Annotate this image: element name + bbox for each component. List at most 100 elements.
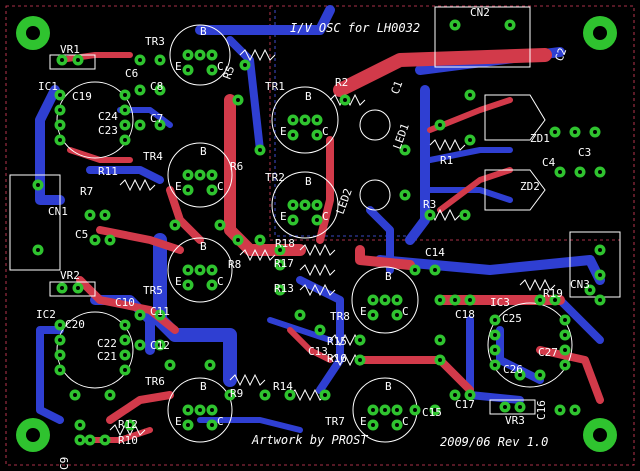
component-label-c14: C14 <box>425 246 445 259</box>
pad-hole-86 <box>88 213 92 217</box>
pin-label-c-4: C <box>217 275 224 288</box>
pad-hole-138 <box>558 408 562 412</box>
pad-hole-124 <box>413 268 417 272</box>
pad-hole-127 <box>453 298 457 302</box>
component-label-r7: R7 <box>80 185 93 198</box>
component-label-tr5: TR5 <box>143 284 163 297</box>
pad-hole-29 <box>395 313 399 317</box>
component-label-zd2: ZD2 <box>520 180 540 193</box>
board-outline <box>5 5 635 466</box>
pad-hole-121 <box>558 170 562 174</box>
pad-hole-136 <box>518 373 522 377</box>
component-label-c7: C7 <box>150 112 163 125</box>
pin-label-b-4: B <box>200 240 207 253</box>
pad-hole-39 <box>395 423 399 427</box>
pin-label-c-1: C <box>217 180 224 193</box>
pad-hole-128 <box>468 298 472 302</box>
pad-hole-7 <box>210 173 214 177</box>
pad-hole-122 <box>578 170 582 174</box>
pad-hole-20 <box>186 268 190 272</box>
pad-hole-77 <box>158 58 162 62</box>
component-label-r18: R18 <box>275 237 295 250</box>
pad-hole-30 <box>186 408 190 412</box>
pin-label-b-0: B <box>200 25 207 38</box>
component-label-ic3: IC3 <box>490 296 510 309</box>
pad-hole-36 <box>383 408 387 412</box>
component-label-c18: C18 <box>455 308 475 321</box>
pad-hole-118 <box>553 130 557 134</box>
pad-hole-49 <box>58 338 62 342</box>
pad-hole-115 <box>403 193 407 197</box>
pad-hole-31 <box>198 408 202 412</box>
pin-label-c-6: C <box>217 415 224 428</box>
pad-hole-60 <box>563 318 567 322</box>
pad-hole-67 <box>598 273 602 277</box>
pin-label-b-7: B <box>385 380 392 393</box>
pad-hole-133 <box>538 298 542 302</box>
pin-label-c-5: C <box>402 305 409 318</box>
pad-hole-125 <box>433 268 437 272</box>
component-label-r10: R10 <box>118 434 138 447</box>
pad-hole-41 <box>58 108 62 112</box>
component-label-c25: C25 <box>502 312 522 325</box>
pad-hole-87 <box>103 213 107 217</box>
pad-hole-96 <box>258 238 262 242</box>
pin-label-b-3: B <box>305 175 312 188</box>
pad-hole-44 <box>123 93 127 97</box>
component-label-c24: C24 <box>98 110 118 123</box>
mounting-holes <box>16 16 617 452</box>
component-label-r17: R17 <box>274 257 294 270</box>
component-label-c13: C13 <box>308 345 328 358</box>
pin-label-e-2: E <box>280 125 287 138</box>
pad-hole-19 <box>315 218 319 222</box>
pad-hole-148 <box>173 223 177 227</box>
pad-hole-59 <box>493 363 497 367</box>
component-label-c22: C22 <box>97 337 117 350</box>
pin-label-e-3: E <box>280 210 287 223</box>
pad-hole-47 <box>123 138 127 142</box>
component-label-c2: C2 <box>553 46 570 63</box>
pad-hole-17 <box>315 203 319 207</box>
pad-hole-53 <box>123 338 127 342</box>
pad-hole-105 <box>323 393 327 397</box>
component-label-c9: C9 <box>58 457 71 470</box>
pad-hole-119 <box>573 130 577 134</box>
pad-hole-48 <box>58 323 62 327</box>
pad-hole-55 <box>123 368 127 372</box>
component-label-c8: C8 <box>150 80 163 93</box>
pad-hole-16 <box>303 203 307 207</box>
pin-label-e-0: E <box>175 60 182 73</box>
component-label-tr2: TR2 <box>265 171 285 184</box>
pad-hole-93 <box>78 423 82 427</box>
pad-hole-129 <box>413 408 417 412</box>
pad-hole-149 <box>218 223 222 227</box>
component-label-c15: C15 <box>422 406 442 419</box>
pad-hole-145 <box>288 393 292 397</box>
pad-hole-54 <box>123 353 127 357</box>
component-label-c19: C19 <box>72 90 92 103</box>
component-label-c4: C4 <box>542 156 556 169</box>
section-outline <box>269 6 620 241</box>
component-label-tr8: TR8 <box>330 310 350 323</box>
component-label-r12: R12 <box>118 418 138 431</box>
pad-hole-79 <box>158 88 162 92</box>
pin-label-b-6: B <box>200 380 207 393</box>
pad-hole-57 <box>493 333 497 337</box>
pad-hole-58 <box>493 348 497 352</box>
pad-hole-72 <box>60 286 64 290</box>
pad-hole-88 <box>93 238 97 242</box>
component-label-r1: R1 <box>440 154 453 167</box>
pad-hole-26 <box>383 298 387 302</box>
pad-hole-34 <box>210 423 214 427</box>
pad-hole-117 <box>463 213 467 217</box>
pad-hole-8 <box>186 188 190 192</box>
pad-hole-99 <box>243 63 247 67</box>
component-label-c12: C12 <box>150 339 170 352</box>
pad-hole-131 <box>453 393 457 397</box>
pad-hole-68 <box>453 23 457 27</box>
component-label-r8: R8 <box>228 258 241 271</box>
pad-hole-137 <box>538 373 542 377</box>
pad-hole-90 <box>88 438 92 442</box>
component-label-tr6: TR6 <box>145 375 165 388</box>
component-label-r6: R6 <box>230 160 243 173</box>
